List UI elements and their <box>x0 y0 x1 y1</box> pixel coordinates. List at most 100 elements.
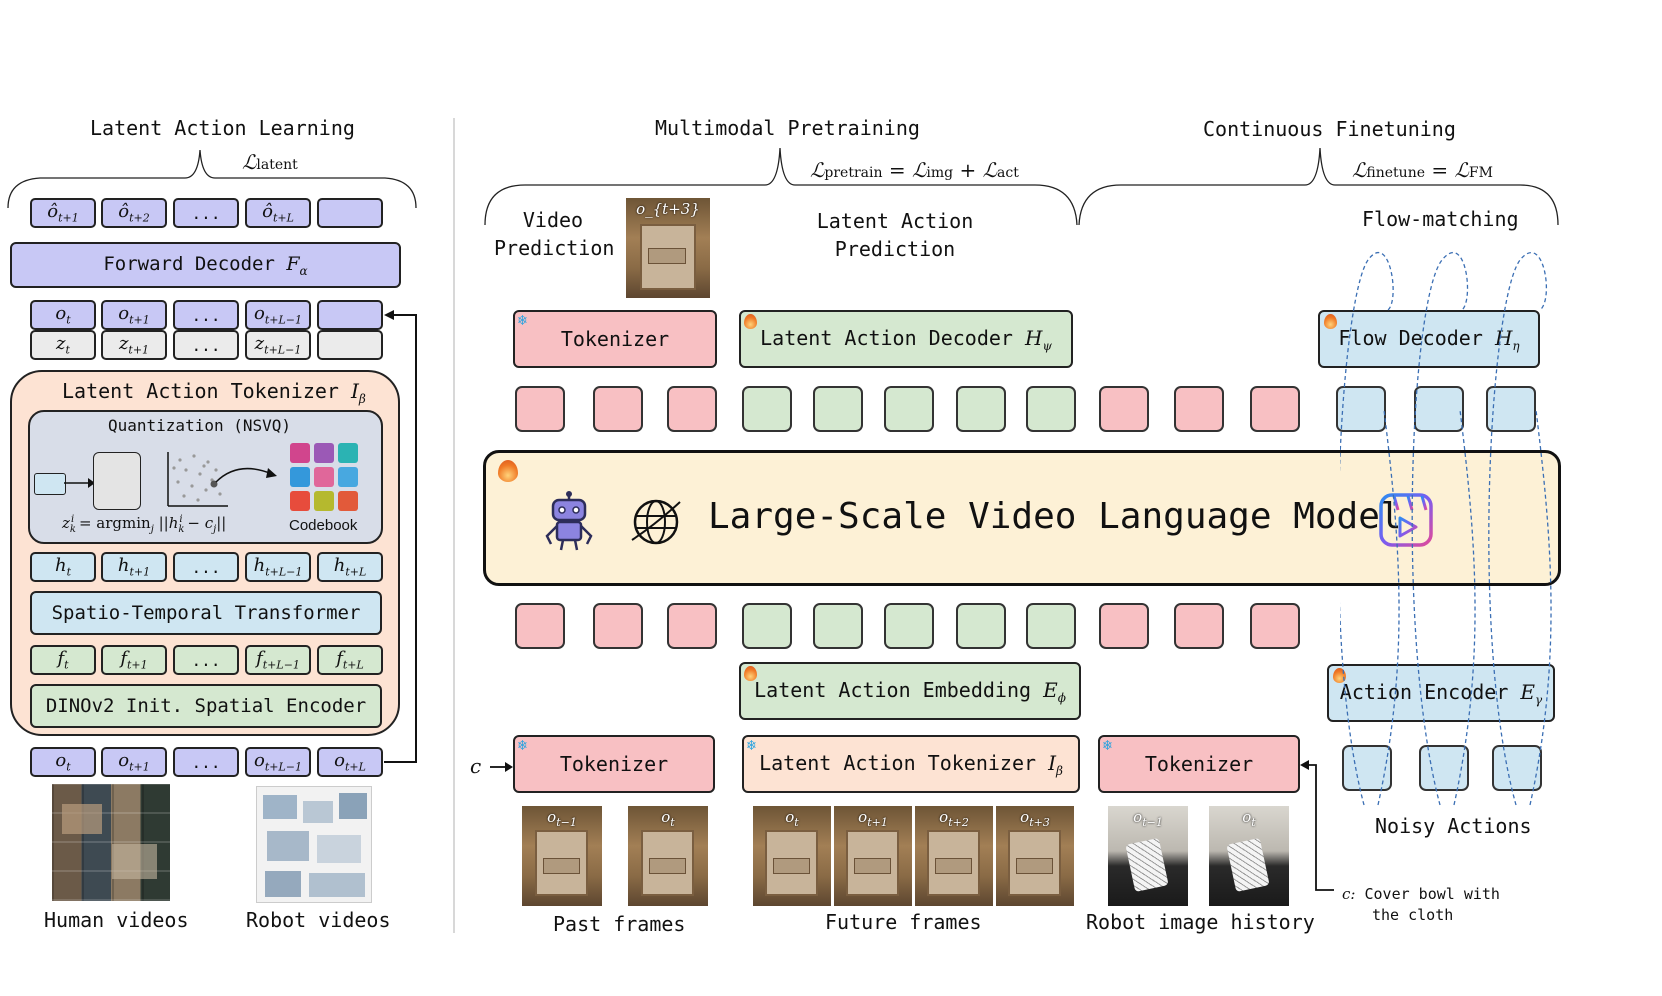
trainable-flame-icon <box>1324 314 1337 329</box>
token <box>1174 386 1224 432</box>
human-videos-label: Human videos <box>44 908 189 932</box>
past-frames-label: Past frames <box>553 912 686 936</box>
feature-f-label: ft+L <box>336 648 364 672</box>
spatio-temporal-transformer: Spatio-Temporal Transformer <box>30 591 382 635</box>
frame-image: ot+1 <box>834 806 912 906</box>
forward-decoder: Forward Decoder Fα <box>10 242 401 288</box>
noisy-action-token <box>1492 745 1542 791</box>
frame-image: ot <box>753 806 831 906</box>
feedback-arrow <box>384 310 417 763</box>
noisy-action-token <box>1419 745 1469 791</box>
video-play-icon <box>1379 493 1433 547</box>
observation-label: ... <box>191 752 221 772</box>
action-encoder: Action Encoder Eγ <box>1327 664 1555 722</box>
left-loss-brace <box>7 149 417 209</box>
frozen-snowflake-icon: ❄ <box>747 736 757 754</box>
predicted-frame-0: ôt+1 <box>30 198 96 228</box>
latent-z-2: ... <box>173 330 239 360</box>
token <box>515 603 565 649</box>
frame-caption: ot+1 <box>858 808 888 829</box>
frozen-snowflake-icon: ❄ <box>518 311 528 329</box>
tokenizer-top: Tokenizer <box>513 310 717 368</box>
token <box>1099 386 1149 432</box>
action-token <box>1336 386 1386 432</box>
codebook-entry <box>314 443 334 463</box>
token <box>515 386 565 432</box>
observation-label: ot <box>55 750 71 774</box>
observation-1: ot+1 <box>101 747 167 777</box>
quantization-formula: zki = argminj ||hki − cj|| <box>62 514 227 535</box>
finetune-loss: ℒfinetune = ℒFM <box>1352 158 1493 182</box>
spatial-encoder: DINOv2 Init. Spatial Encoder <box>30 684 382 728</box>
hidden-h-3: ht+L−1 <box>245 552 311 582</box>
frame-caption: ot <box>1242 808 1256 829</box>
input-frame-4 <box>317 300 383 330</box>
human-videos-collage <box>52 784 170 901</box>
token <box>1099 603 1149 649</box>
predicted-frame-label: ... <box>191 203 221 223</box>
hidden-h-label: ht+L−1 <box>253 555 303 579</box>
token <box>1250 386 1300 432</box>
flow-matching-label: Flow-matching <box>1362 207 1519 231</box>
predicted-frame-image: o_{t+3} <box>626 198 710 298</box>
frame-caption: ot+3 <box>1020 808 1050 829</box>
codebook-grid <box>290 443 360 513</box>
predicted-frame-label: ôt+1 <box>47 201 79 225</box>
input-frame-label: ... <box>191 305 221 325</box>
input-frame-label: ot <box>55 303 71 327</box>
input-frame-3: ot+L−1 <box>245 300 311 330</box>
hidden-h-2: ... <box>173 552 239 582</box>
codebook-entry <box>290 467 310 487</box>
observation-3: ot+L−1 <box>245 747 311 777</box>
latent-action-tokenizer: Latent Action Tokenizer Iβ <box>742 735 1080 793</box>
frozen-snowflake-icon: ❄ <box>1103 736 1113 754</box>
latent-z-label: zt <box>56 333 70 357</box>
noisy-action-token <box>1342 745 1392 791</box>
observation-4: ot+L <box>317 747 383 777</box>
latent-z-0: zt <box>30 330 96 360</box>
codebook-label: Codebook <box>289 517 358 534</box>
left-title: Latent Action Learning <box>90 116 355 140</box>
action-token <box>1414 386 1464 432</box>
codebook-entry <box>338 467 358 487</box>
feature-f-2: ... <box>173 645 239 675</box>
robot-videos-label: Robot videos <box>246 908 391 932</box>
observation-0: ot <box>30 747 96 777</box>
token <box>667 386 717 432</box>
codebook-entry <box>338 491 358 511</box>
input-frame-0: ot <box>30 300 96 330</box>
robot-icon <box>545 491 593 551</box>
latent-z-label: ... <box>191 335 221 355</box>
quantization-title: Quantization (NSVQ) <box>108 416 292 435</box>
input-frame-1: ot+1 <box>101 300 167 330</box>
tokenizer-past: Tokenizer <box>513 735 715 793</box>
latent-action-decoder: Latent Action Decoder Hψ <box>739 310 1073 368</box>
feature-f-label: ft <box>57 648 69 672</box>
token <box>742 386 792 432</box>
codebook-entry <box>290 491 310 511</box>
trainable-flame-icon <box>744 666 757 681</box>
robot-history-label: Robot image history <box>1086 910 1315 934</box>
hidden-h-1: ht+1 <box>101 552 167 582</box>
feature-f-3: ft+L−1 <box>245 645 311 675</box>
codebook-entry <box>338 443 358 463</box>
feature-f-1: ft+1 <box>101 645 167 675</box>
quant-encoder-box <box>93 452 141 510</box>
frame-image: ot−1 <box>522 806 602 906</box>
tokenizer-block-title: Latent Action Tokenizer Iβ <box>62 379 366 406</box>
frame-image: ot+2 <box>915 806 993 906</box>
codebook-entry <box>290 443 310 463</box>
instruction-arrow <box>1300 760 1334 891</box>
token <box>593 386 643 432</box>
hidden-h-4: ht+L <box>317 552 383 582</box>
stage-pretraining-title: Multimodal Pretraining <box>655 116 920 140</box>
globe-icon <box>631 499 681 545</box>
predicted-frame-2: ... <box>173 198 239 228</box>
tokenizer-robot: Tokenizer <box>1098 735 1300 793</box>
token <box>1250 603 1300 649</box>
latent-z-3: zt+L−1 <box>245 330 311 360</box>
input-frame-label: ot+L−1 <box>253 303 302 327</box>
trainable-flame-icon <box>744 314 757 329</box>
